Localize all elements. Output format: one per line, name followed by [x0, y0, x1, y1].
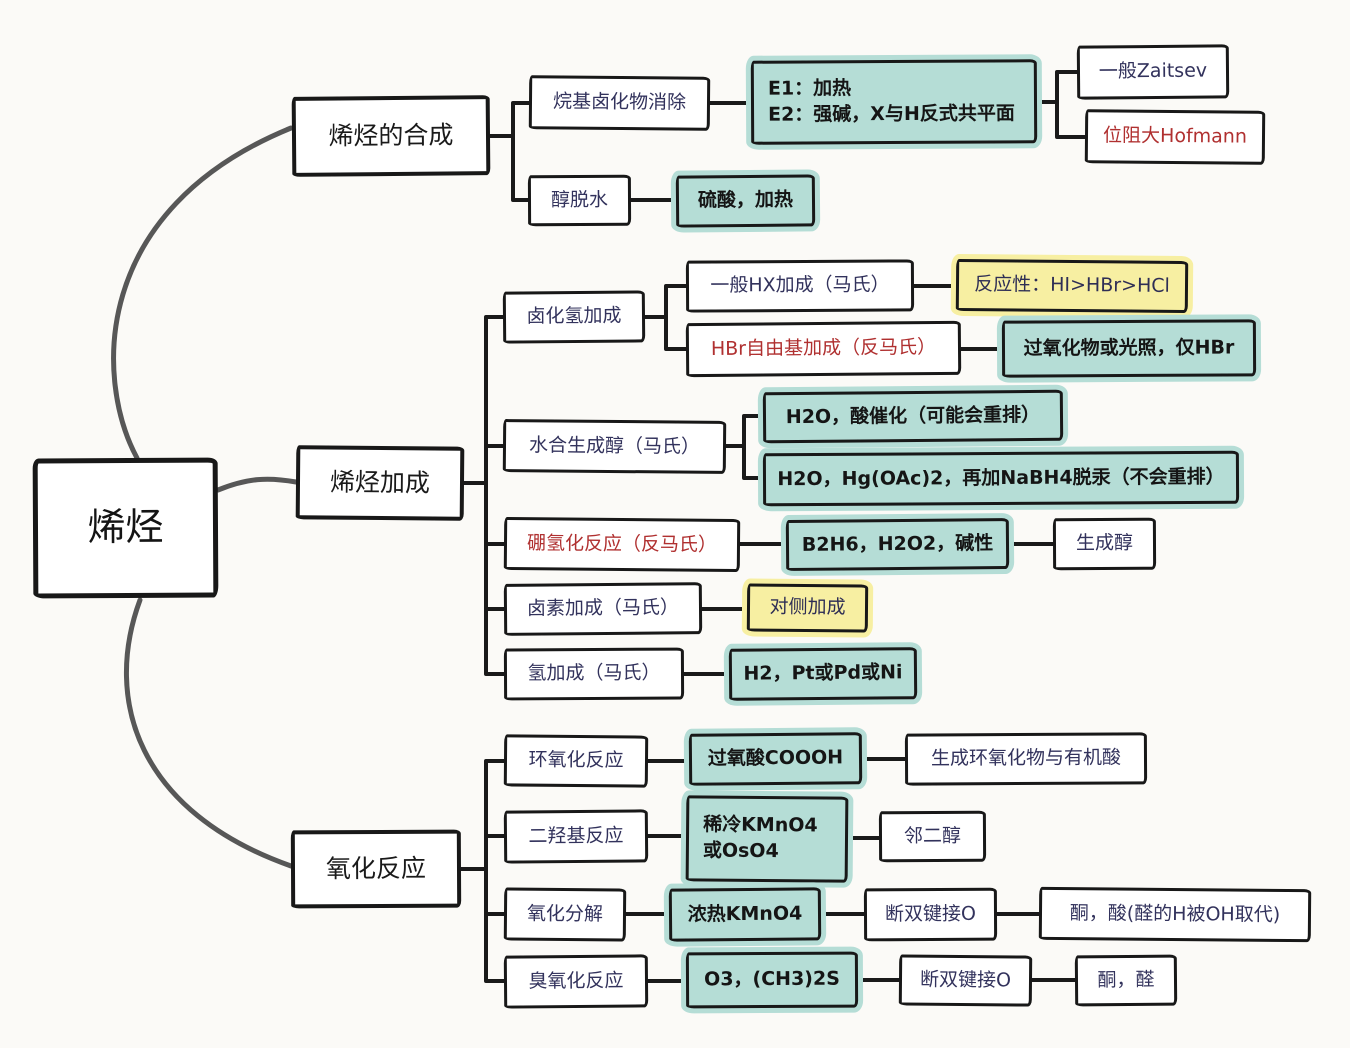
- node-vicinal-diol-product[interactable]: 邻二醇: [878, 810, 987, 863]
- node-h2-catalysts[interactable]: H2，Pt或Pd或Ni: [728, 647, 918, 701]
- node-zaitsev[interactable]: 一般Zaitsev: [1076, 44, 1230, 100]
- node-oxymercuration-demercuration[interactable]: H2O，Hg(OAc)2，再加NaBH4脱汞（不会重排）: [762, 450, 1240, 507]
- node-oxidative-cleavage[interactable]: 氧化分解: [503, 887, 627, 942]
- node-double-bond-cleavage-2[interactable]: 断双键接O: [898, 954, 1033, 1007]
- node-hydration-markovnikov[interactable]: 水合生成醇（马氏）: [502, 419, 727, 474]
- node-acid-catalyzed-hydration[interactable]: H2O，酸催化（可能会重排）: [762, 389, 1064, 444]
- e1-condition: E1：加热: [767, 77, 852, 101]
- node-hydroboration-anti-markovnikov[interactable]: 硼氢化反应（反马氏）: [503, 516, 741, 573]
- node-double-bond-cleavage-1[interactable]: 断双键接O: [863, 887, 998, 942]
- node-branch-addition[interactable]: 烯烃加成: [295, 445, 465, 521]
- node-o3-dms-conditions[interactable]: O3，(CH3)2S: [685, 951, 859, 1009]
- node-ozonolysis[interactable]: 臭氧化反应: [503, 954, 649, 1009]
- node-sulfuric-acid-heat[interactable]: 硫酸，加热: [675, 174, 816, 228]
- node-ketone-aldehyde-product[interactable]: 酮，醛: [1074, 954, 1178, 1007]
- node-ketone-acid-product[interactable]: 酮，酸(醛的H被OH取代): [1038, 886, 1312, 943]
- node-b2h6-conditions[interactable]: B2H6，H2O2，碱性: [785, 518, 1010, 571]
- e2-condition: E2：强碱，X与H反式共平面: [768, 102, 1015, 126]
- root-branch-curves: [111, 125, 299, 869]
- node-alcohol-product[interactable]: 生成醇: [1052, 517, 1157, 571]
- node-alkyl-halide-elimination[interactable]: 烷基卤化物消除: [528, 75, 711, 131]
- node-hot-concentrated-kmno4[interactable]: 浓热KMnO4: [668, 887, 822, 942]
- node-e1-e2-conditions[interactable]: E1：加热 E2：强碱，X与H反式共平面: [750, 59, 1038, 145]
- node-hbr-radical-anti-markovnikov[interactable]: HBr自由基加成（反马氏）: [685, 320, 962, 378]
- node-alcohol-dehydration[interactable]: 醇脱水: [527, 174, 632, 227]
- node-peroxy-acid[interactable]: 过氧酸COOOH: [688, 732, 863, 786]
- node-connectors: [459, 70, 1087, 983]
- node-epoxide-organic-acid-product[interactable]: 生成环氧化物与有机酸: [904, 732, 1148, 786]
- node-anti-side-addition[interactable]: 对侧加成: [746, 583, 869, 633]
- cold-kmno4-line1: 稀冷KMnO4: [703, 813, 818, 837]
- node-general-hx-markovnikov[interactable]: 一般HX加成（马氏）: [685, 259, 915, 313]
- cold-kmno4-line2: 或OsO4: [702, 839, 779, 863]
- node-reactivity-order[interactable]: 反应性：HI>HBr>HCl: [955, 258, 1189, 314]
- node-epoxidation[interactable]: 环氧化反应: [503, 734, 649, 788]
- node-hydrogenation[interactable]: 氢加成（马氏）: [503, 647, 685, 701]
- node-hofmann[interactable]: 位阻大Hofmann: [1084, 109, 1266, 165]
- node-halogen-addition[interactable]: 卤素加成（马氏）: [503, 582, 703, 636]
- node-peroxide-or-light[interactable]: 过氧化物或光照，仅HBr: [1001, 319, 1257, 378]
- node-cold-dilute-kmno4[interactable]: 稀冷KMnO4 或OsO4: [685, 795, 849, 883]
- node-alkene-root[interactable]: 烯烃: [32, 457, 219, 599]
- node-dihydroxylation[interactable]: 二羟基反应: [503, 809, 649, 864]
- node-hx-addition[interactable]: 卤化氢加成: [502, 290, 646, 344]
- node-branch-synthesis[interactable]: 烯烃的合成: [291, 95, 491, 177]
- node-branch-oxidation[interactable]: 氧化反应: [290, 829, 462, 909]
